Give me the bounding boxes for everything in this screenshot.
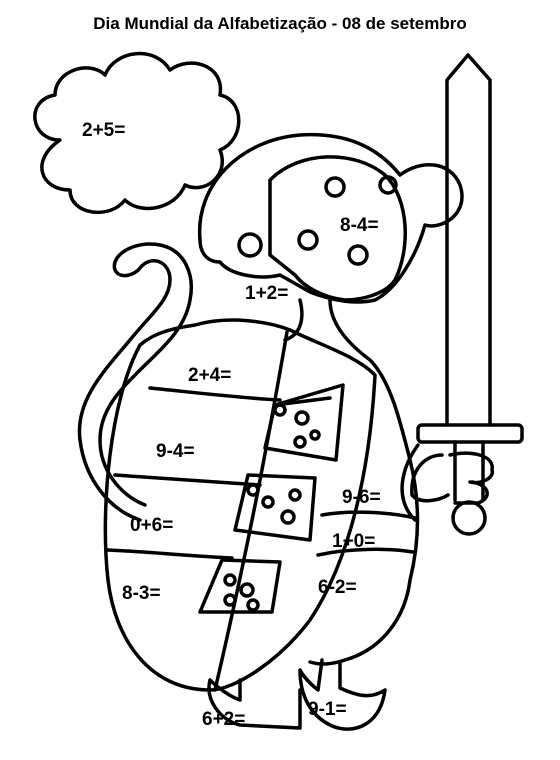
leg-left	[207, 678, 302, 730]
equation-body-upper: 9-6=	[342, 487, 381, 508]
equation-body-lower: 6-2=	[318, 577, 357, 598]
equation-cloud: 2+5=	[82, 120, 126, 141]
equation-shield-mid: 9-4=	[156, 441, 195, 462]
equation-face: 1+2=	[245, 283, 289, 304]
cheese-icon	[263, 383, 345, 462]
equation-shield-top: 2+4=	[188, 365, 232, 386]
cloud-icon	[33, 52, 241, 215]
tail-icon	[77, 242, 193, 522]
equation-belt: 1+0=	[332, 531, 376, 552]
cheese-icon	[233, 473, 317, 542]
equation-helmet: 8-4=	[340, 215, 379, 236]
hand-icon	[410, 451, 495, 505]
cheese-icon	[198, 558, 282, 614]
equation-foot-left: 6+2=	[202, 709, 246, 730]
leg-right	[298, 658, 387, 731]
sword-icon	[416, 53, 524, 536]
page-title: Dia Mundial da Alfabetização - 08 de set…	[93, 14, 467, 33]
helmet-icon	[197, 132, 464, 304]
equation-shield-bottom: 8-3=	[122, 583, 161, 604]
equation-foot-right: 9-1=	[308, 699, 347, 720]
equation-shield-low: 0+6=	[130, 515, 174, 536]
body-outline	[283, 298, 420, 666]
